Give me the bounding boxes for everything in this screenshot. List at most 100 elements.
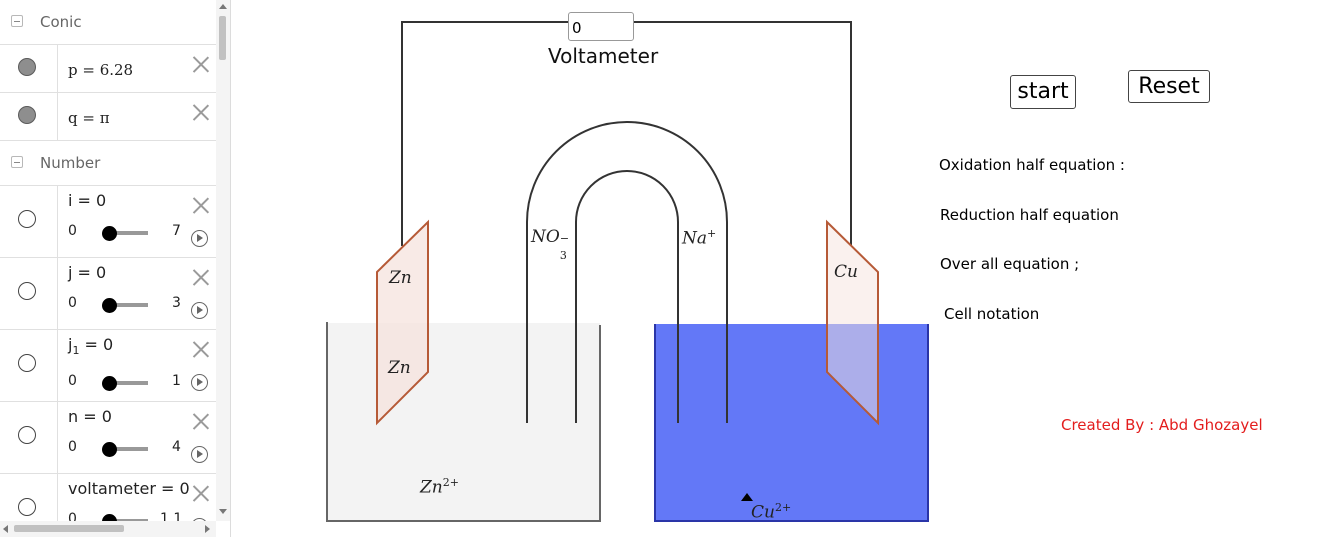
zinc-ion-label: Zn2+: [420, 476, 459, 498]
delete-icon[interactable]: [192, 340, 210, 358]
play-icon[interactable]: [191, 374, 208, 391]
algebra-item-j1[interactable]: j1 = 0 0 1: [0, 329, 216, 402]
right-solution: [655, 324, 928, 521]
play-icon[interactable]: [191, 230, 208, 247]
definition-text[interactable]: q = π: [68, 109, 110, 127]
algebra-item-q[interactable]: q = π: [0, 92, 216, 141]
slider-min: 0: [68, 511, 77, 527]
visibility-cell: [0, 257, 58, 329]
definition-var: j: [68, 335, 73, 354]
definition-text[interactable]: j1 = 0: [68, 335, 113, 357]
group-header-conic[interactable]: Conic: [0, 0, 216, 45]
visibility-toggle[interactable]: [18, 354, 36, 372]
slider-min: 0: [68, 439, 77, 455]
right-beaker: [654, 324, 929, 522]
visibility-cell: [0, 92, 58, 140]
slider-knob[interactable]: [102, 442, 117, 457]
ion-charge: 2+: [442, 476, 459, 489]
slider-track[interactable]: [110, 231, 148, 235]
point-marker[interactable]: [741, 493, 753, 501]
delete-icon[interactable]: [192, 196, 210, 214]
scroll-left-icon[interactable]: [3, 525, 8, 533]
scroll-up-icon[interactable]: [219, 4, 227, 9]
scroll-thumb[interactable]: [14, 525, 124, 532]
definition-subscript: 1: [72, 344, 80, 358]
definition-text[interactable]: j = 0: [68, 263, 107, 282]
ion-base: NO: [531, 227, 560, 247]
copper-electrode: [826, 219, 879, 426]
reset-button[interactable]: Reset: [1128, 70, 1210, 103]
nitrate-label: NO− 3: [531, 227, 570, 262]
cell-drawing: [326, 21, 929, 522]
visibility-cell: [0, 185, 58, 257]
slider-max: 7: [172, 223, 181, 239]
slider-knob[interactable]: [102, 226, 117, 241]
algebra-item-i[interactable]: i = 0 0 7: [0, 185, 216, 258]
ion-base: Cu: [751, 502, 775, 523]
visibility-cell: [0, 401, 58, 473]
visibility-toggle[interactable]: [18, 210, 36, 228]
definition-text[interactable]: i = 0: [68, 191, 107, 210]
slider-min: 0: [68, 223, 77, 239]
slider-knob[interactable]: [102, 298, 117, 313]
left-solution: [327, 323, 600, 521]
ion-charge: −: [559, 232, 570, 245]
visibility-toggle[interactable]: [18, 498, 36, 516]
algebra-item-p[interactable]: p = 6.28: [0, 44, 216, 93]
left-beaker: [326, 322, 601, 522]
voltameter-input[interactable]: 0: [568, 12, 634, 41]
cell-notation-label: Cell notation: [944, 305, 1040, 323]
delete-icon[interactable]: [192, 103, 210, 121]
definition-text[interactable]: n = 0: [68, 407, 112, 426]
slider-track[interactable]: [110, 381, 148, 385]
visibility-toggle[interactable]: [18, 282, 36, 300]
slider-track[interactable]: [110, 447, 148, 451]
slider-max: 3: [172, 295, 181, 311]
visibility-cell: [0, 329, 58, 401]
play-icon[interactable]: [191, 302, 208, 319]
delete-icon[interactable]: [192, 55, 210, 73]
group-title: Conic: [40, 13, 82, 31]
delete-icon[interactable]: [192, 268, 210, 286]
zinc-electrode: [376, 219, 429, 426]
scroll-thumb[interactable]: [219, 16, 226, 60]
slider-track[interactable]: [110, 303, 148, 307]
group-title: Number: [40, 154, 101, 172]
ion-charge: +: [707, 227, 717, 240]
voltameter-label: Voltameter: [548, 44, 659, 68]
visibility-toggle[interactable]: [18, 58, 36, 76]
copper-ion-label: Cu2+: [751, 501, 791, 523]
slider-knob[interactable]: [102, 376, 117, 391]
credit-text: Created By : Abd Ghozayel: [1061, 416, 1263, 434]
ion-base: Zn: [420, 477, 443, 498]
salt-bridge-outer: [526, 121, 728, 423]
slider-max: 1: [172, 373, 181, 389]
algebra-item-j[interactable]: j = 0 0 3: [0, 257, 216, 330]
delete-icon[interactable]: [192, 484, 210, 502]
horizontal-scrollbar[interactable]: [0, 521, 216, 537]
collapse-icon[interactable]: [11, 15, 23, 27]
ion-subscript: 3: [559, 249, 567, 262]
definition-text[interactable]: p = 6.28: [68, 61, 134, 79]
scroll-down-icon[interactable]: [219, 509, 227, 514]
visibility-toggle[interactable]: [18, 426, 36, 444]
ion-charge: 2+: [774, 501, 792, 514]
slider-min: 0: [68, 295, 77, 311]
visibility-cell: [0, 44, 58, 92]
graphics-view: 0 Voltameter start Reset Oxidation half …: [231, 0, 1336, 537]
vertical-scrollbar[interactable]: [216, 0, 230, 521]
sodium-label: Na+: [682, 227, 716, 249]
start-button[interactable]: start: [1010, 75, 1076, 109]
delete-icon[interactable]: [192, 412, 210, 430]
algebra-view: Conic p = 6.28 q = π Number i = 0 0 7 j …: [0, 0, 231, 537]
definition-text[interactable]: voltameter = 0: [68, 479, 190, 498]
collapse-icon[interactable]: [11, 156, 23, 168]
definition-rest: = 0: [79, 335, 114, 354]
ion-base: Na: [682, 228, 708, 249]
play-icon[interactable]: [191, 446, 208, 463]
scroll-right-icon[interactable]: [205, 525, 210, 533]
copper-label: Cu: [834, 262, 858, 282]
visibility-toggle[interactable]: [18, 106, 36, 124]
algebra-item-n[interactable]: n = 0 0 4: [0, 401, 216, 474]
group-header-number[interactable]: Number: [0, 141, 216, 186]
